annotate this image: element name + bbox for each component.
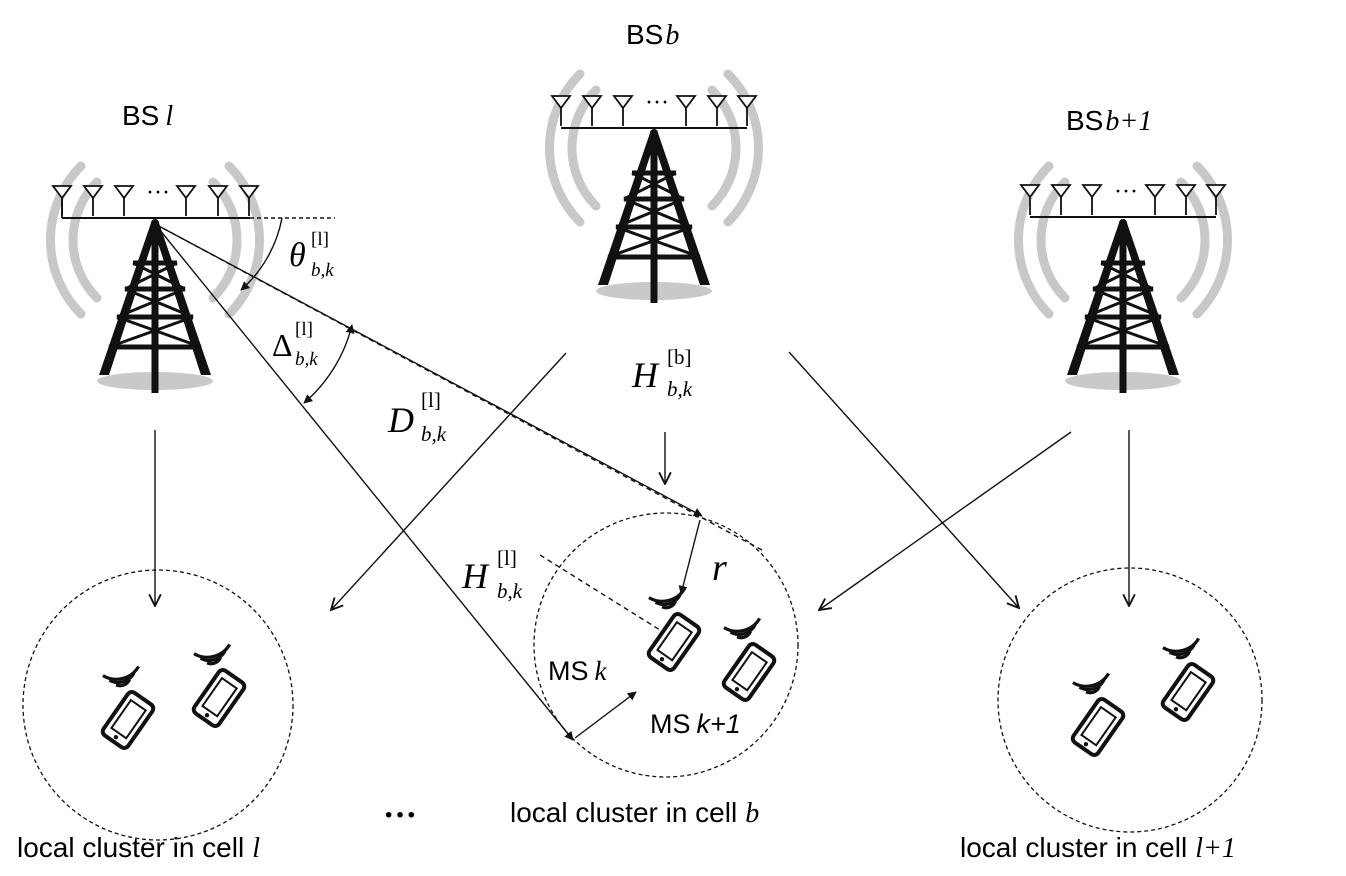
base-station-b-plus-1: ··· BSb+1 (1018, 105, 1227, 393)
cluster-boundary (533, 512, 799, 778)
cluster-l (22, 569, 294, 841)
svg-text:H: H (461, 556, 490, 596)
svg-text:Δ: Δ (272, 327, 293, 363)
theta-arc (240, 217, 283, 291)
bs-b-plus-1-label: BSb+1 (1066, 105, 1152, 137)
svg-text:b,k: b,k (295, 349, 318, 370)
smartphone-icon (164, 628, 262, 730)
radius-guide (539, 554, 661, 631)
antenna-array: ··· (1020, 179, 1226, 218)
svg-text:θ: θ (289, 237, 306, 274)
antenna-ellipsis: ··· (645, 90, 669, 116)
ms-k-pointer (574, 691, 637, 739)
channel-l-label: H [l] b,k (461, 546, 523, 603)
arrow-bs-b1-to-cluster-b (819, 431, 1072, 610)
arrow-bs-b-to-cluster-l (331, 352, 567, 610)
distance-label: D [l] b,k (387, 388, 447, 446)
smartphone-icon (619, 572, 717, 674)
smartphone-icon (1043, 657, 1141, 759)
antenna-ellipsis: ··· (1114, 179, 1138, 205)
svg-text:[l]: [l] (497, 546, 517, 570)
svg-text:b,k: b,k (497, 579, 523, 603)
geometry-lines (154, 217, 763, 741)
smartphone-icon (1133, 622, 1231, 724)
base-station-b: ··· BSb (549, 19, 758, 303)
theta-label: θ [l] b,k (289, 229, 334, 281)
cell-tower-icon (596, 129, 712, 303)
bs-b-label: BSb (626, 19, 679, 51)
arrow-bs-b-to-cluster-l1 (788, 351, 1019, 608)
channel-b-label: H [b] b,k (631, 345, 693, 401)
radius-arrow (678, 519, 701, 595)
cluster-l-plus-1 (997, 567, 1263, 833)
antenna-array: ··· (551, 90, 757, 129)
cluster-b (533, 512, 799, 778)
smartphone-icon (73, 650, 171, 752)
beam-center-line (154, 223, 763, 551)
cluster-boundary (22, 569, 294, 841)
svg-text:b,k: b,k (311, 260, 334, 281)
cell-tower-icon (1065, 219, 1181, 393)
delta-arc (303, 324, 355, 404)
delta-label: Δ [l] b,k (272, 319, 318, 370)
clusters-ellipsis: ··· (383, 797, 417, 834)
svg-text:b,k: b,k (667, 377, 693, 401)
svg-text:[l]: [l] (311, 229, 329, 250)
radius-label: r (712, 547, 727, 589)
svg-text:H: H (631, 355, 660, 395)
svg-text:D: D (387, 400, 414, 440)
antenna-ellipsis: ··· (146, 180, 170, 206)
antenna-array: ··· (52, 180, 259, 219)
svg-text:[l]: [l] (421, 388, 441, 412)
beam-lower-edge (154, 223, 574, 741)
cluster-arrows (155, 351, 1129, 610)
svg-text:[b]: [b] (667, 345, 692, 369)
smartphone-icon (694, 602, 792, 704)
svg-text:[l]: [l] (295, 319, 313, 340)
cluster-boundary (997, 567, 1263, 833)
svg-text:b,k: b,k (421, 422, 447, 446)
